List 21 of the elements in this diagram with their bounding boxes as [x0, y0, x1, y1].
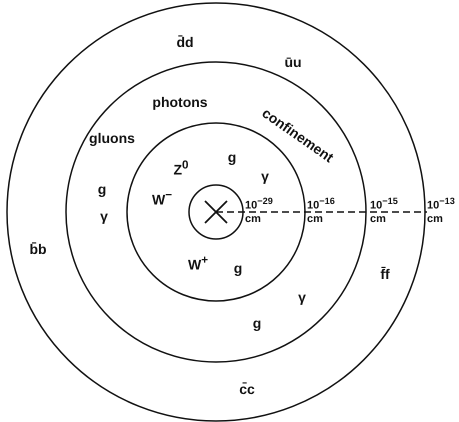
particle-label: W$^{+}$ [188, 254, 208, 272]
particle-label: γ [298, 290, 306, 304]
scale-label: 10$^{−15}$ cm [370, 196, 396, 226]
particle-label: g [98, 182, 106, 196]
particle-label: f̄f [380, 267, 390, 281]
particle-label: b̄b [29, 242, 47, 256]
particle-label: c̄c [239, 382, 255, 396]
scale-label: 10$^{−13}$ cm [427, 196, 453, 226]
particle-label: g [228, 150, 236, 164]
particle-label: g [234, 261, 242, 275]
particle-label: Z$^{0}$ [173, 160, 189, 176]
particle-label: γ [261, 169, 269, 183]
region-label: photons [152, 95, 208, 109]
particle-label: W$^{−}$ [152, 190, 172, 206]
region-label: gluons [89, 131, 135, 145]
particle-label: d̄d [176, 35, 194, 49]
scale-label: 10$^{−29}$ cm [245, 196, 271, 226]
particle-label: g [252, 316, 262, 330]
particle-label: γ [100, 209, 108, 223]
scale-label: 10$^{−16}$ cm [307, 196, 333, 226]
particle-label: ūu [284, 55, 302, 69]
